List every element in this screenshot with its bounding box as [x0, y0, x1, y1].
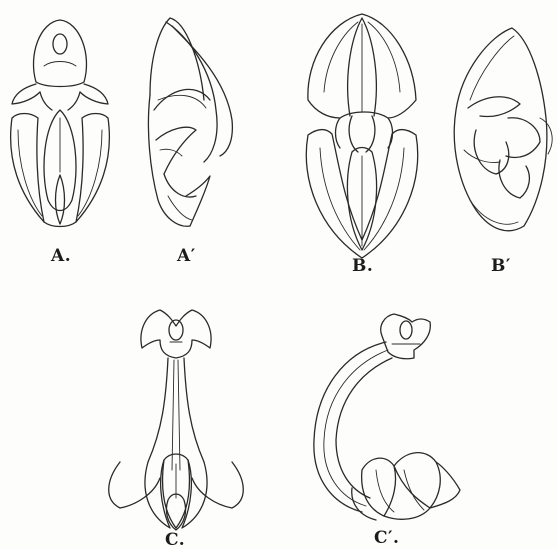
figure-c-prime-drawing — [314, 314, 460, 520]
figure-b-drawing — [306, 14, 417, 258]
figure-b-prime-label: B′ — [491, 256, 511, 276]
figure-c-drawing — [109, 310, 244, 530]
figure-a-label: A. — [51, 246, 71, 266]
figure-a-drawing — [11, 20, 110, 227]
figure-b-label: B. — [352, 256, 373, 276]
figure-b-prime-drawing — [454, 28, 552, 231]
figure-c-prime-label: C′. — [374, 528, 399, 548]
figure-a-prime-drawing — [148, 18, 232, 226]
figure-a-prime-label: A′ — [177, 246, 196, 266]
figure-c-label: C. — [165, 530, 185, 550]
